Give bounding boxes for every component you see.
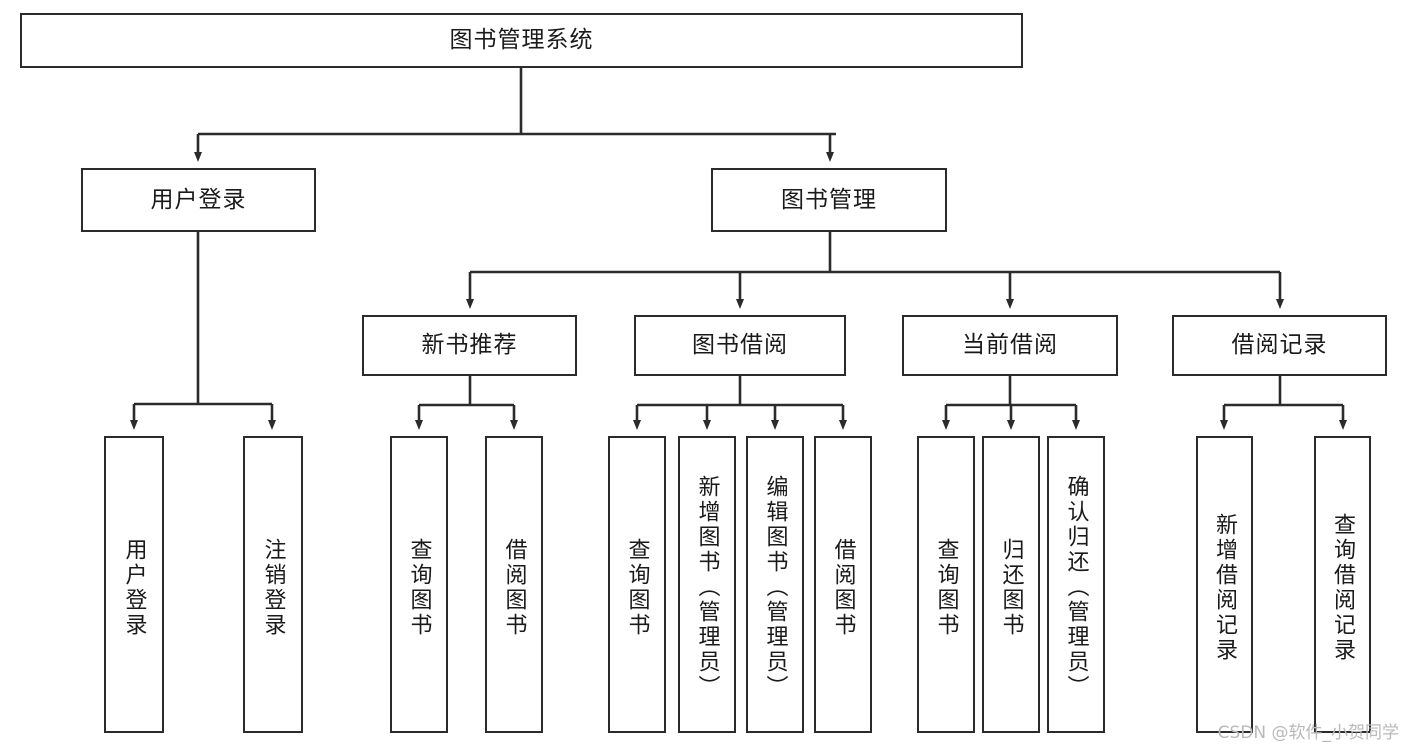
node-leaf-query-book-2-label: 查询图书	[624, 537, 650, 638]
node-new-book-rec-label: 新书推荐	[421, 332, 518, 359]
node-leaf-user-login-label: 用户登录	[121, 537, 147, 638]
node-borrow-record[interactable]: 借阅记录	[1172, 315, 1387, 376]
node-leaf-borrow-book-1[interactable]: 借阅图书	[485, 436, 543, 733]
node-leaf-query-book-3-label: 查询图书	[933, 537, 959, 638]
node-book-borrow[interactable]: 图书借阅	[634, 315, 846, 376]
node-leaf-confirm-return-label: 确认归还（管理员）	[1063, 475, 1089, 700]
node-leaf-query-record-label: 查询借阅记录	[1330, 512, 1356, 663]
node-leaf-query-record[interactable]: 查询借阅记录	[1314, 436, 1371, 733]
node-leaf-confirm-return[interactable]: 确认归还（管理员）	[1047, 436, 1105, 733]
node-user-login[interactable]: 用户登录	[81, 168, 316, 232]
node-leaf-add-record[interactable]: 新增借阅记录	[1196, 436, 1253, 733]
node-leaf-add-record-label: 新增借阅记录	[1212, 512, 1238, 663]
node-leaf-user-login[interactable]: 用户登录	[104, 436, 164, 733]
node-leaf-query-book-3[interactable]: 查询图书	[917, 436, 975, 733]
node-current-borrow-label: 当前借阅	[962, 332, 1058, 359]
node-leaf-edit-book-label: 编辑图书（管理员）	[762, 475, 788, 700]
node-leaf-edit-book[interactable]: 编辑图书（管理员）	[746, 436, 804, 733]
node-root-label: 图书管理系统	[449, 27, 594, 54]
node-leaf-borrow-book-2-label: 借阅图书	[830, 537, 856, 638]
node-leaf-query-book-1[interactable]: 查询图书	[390, 436, 448, 733]
node-borrow-record-label: 借阅记录	[1231, 332, 1328, 359]
node-leaf-add-book-label: 新增图书（管理员）	[694, 475, 720, 700]
node-leaf-query-book-1-label: 查询图书	[406, 537, 432, 638]
node-new-book-rec[interactable]: 新书推荐	[362, 315, 577, 376]
node-leaf-logout[interactable]: 注销登录	[243, 436, 303, 733]
node-leaf-logout-label: 注销登录	[260, 537, 286, 638]
node-root[interactable]: 图书管理系统	[20, 13, 1023, 68]
node-leaf-borrow-book-1-label: 借阅图书	[501, 537, 527, 638]
node-book-borrow-label: 图书借阅	[692, 332, 788, 359]
node-leaf-return-book-label: 归还图书	[998, 537, 1024, 638]
node-user-login-label: 用户登录	[150, 186, 247, 213]
node-leaf-query-book-2[interactable]: 查询图书	[608, 436, 666, 733]
node-leaf-borrow-book-2[interactable]: 借阅图书	[814, 436, 872, 733]
node-current-borrow[interactable]: 当前借阅	[902, 315, 1118, 376]
node-book-manage[interactable]: 图书管理	[711, 168, 947, 232]
node-leaf-return-book[interactable]: 归还图书	[982, 436, 1040, 733]
node-leaf-add-book[interactable]: 新增图书（管理员）	[678, 436, 736, 733]
node-book-manage-label: 图书管理	[781, 186, 877, 213]
